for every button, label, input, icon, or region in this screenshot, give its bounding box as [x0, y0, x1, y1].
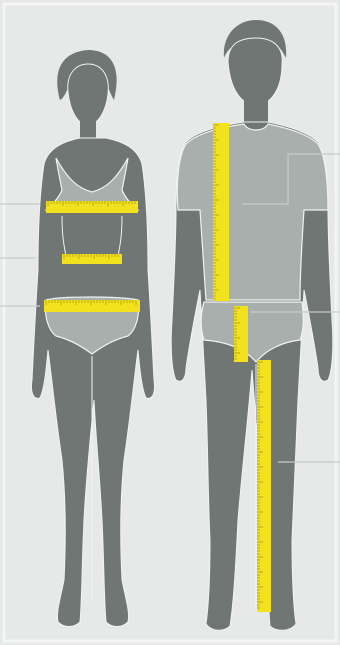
woman-figure — [31, 50, 154, 627]
man-figure — [171, 20, 333, 630]
woman-head — [68, 64, 109, 126]
woman-hips-tape — [44, 300, 140, 312]
woman-neck — [80, 120, 96, 140]
woman-waist-tape — [62, 254, 122, 264]
waist-tape — [62, 254, 122, 264]
hips-tape — [44, 300, 140, 312]
man-head — [228, 38, 282, 106]
